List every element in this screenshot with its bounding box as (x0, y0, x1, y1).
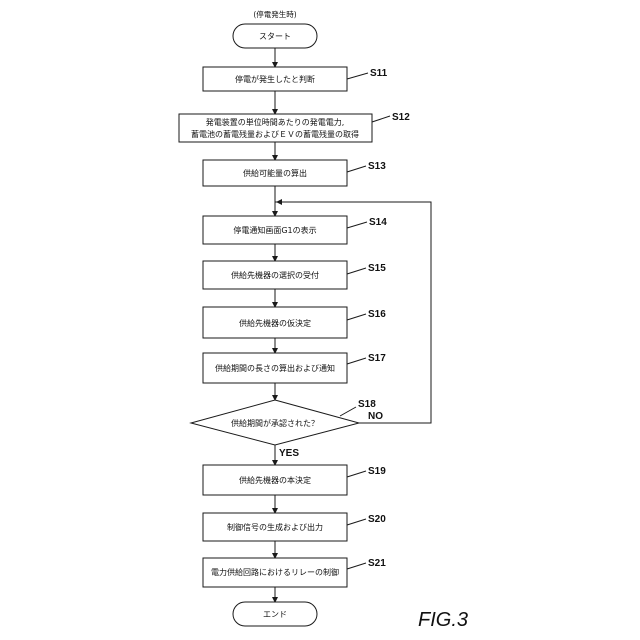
step-id-s17: S17 (368, 353, 386, 364)
step-id-s20: S20 (368, 514, 386, 525)
step-label-s15: 供給先機器の選択の受付 (231, 270, 319, 280)
step-leader-s19 (347, 471, 366, 477)
step-id-s13: S13 (368, 161, 386, 172)
start-label: スタート (259, 32, 291, 41)
branch-label-yes: YES (279, 448, 299, 459)
step-leader-s13 (347, 166, 366, 172)
step-label-s14: 停電通知画面G1の表示 (233, 225, 316, 235)
step-label-s12-line2: 蓄電池の蓄電残量およびＥＶの蓄電残量の取得 (191, 129, 359, 139)
step-leader-s15 (347, 268, 366, 274)
step-id-s15: S15 (368, 263, 386, 274)
step-id-s12: S12 (392, 112, 410, 123)
step-leader-s18 (340, 407, 356, 416)
step-leader-s17 (347, 358, 366, 364)
decision-label-s18: 供給期間が承認された？ (231, 418, 319, 428)
end-label: エンド (263, 610, 287, 619)
step-label-s11: 停電が発生したと判断 (235, 74, 315, 84)
step-label-s16: 供給先機器の仮決定 (239, 318, 311, 328)
step-id-s18: S18 (358, 399, 376, 410)
step-label-s12-line1: 発電装置の単位時間あたりの発電電力, (206, 117, 345, 127)
figure-label: FIG.3 (418, 609, 468, 631)
branch-label-no: NO (368, 411, 383, 422)
step-label-s17: 供給期間の長さの算出および通知 (215, 363, 335, 373)
step-label-s20: 制御信号の生成および出力 (227, 522, 323, 532)
step-leader-s11 (347, 73, 368, 79)
step-leader-s21 (347, 563, 366, 569)
step-id-s21: S21 (368, 558, 386, 569)
step-id-s19: S19 (368, 466, 386, 477)
step-leader-s14 (347, 222, 367, 228)
step-label-s19: 供給先機器の本決定 (239, 475, 311, 485)
step-leader-s20 (347, 519, 366, 525)
step-id-s11: S11 (370, 68, 388, 79)
flowchart-caption: (停電発生時) (253, 9, 296, 19)
step-leader-s16 (347, 314, 366, 320)
step-label-s13: 供給可能量の算出 (243, 168, 307, 178)
step-leader-s12 (372, 116, 390, 122)
step-id-s16: S16 (368, 309, 386, 320)
step-id-s14: S14 (369, 217, 387, 228)
step-label-s21: 電力供給回路におけるリレーの制御 (211, 567, 339, 577)
